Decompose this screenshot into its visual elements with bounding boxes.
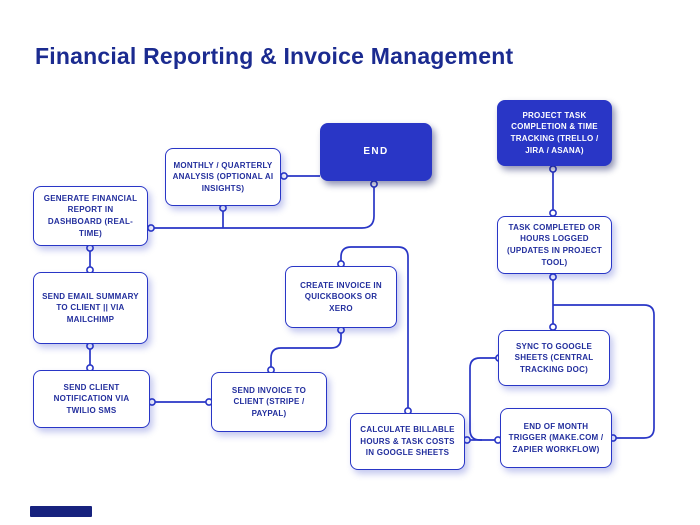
node-label: SEND EMAIL SUMMARY TO CLIENT || VIA MAIL… bbox=[42, 291, 139, 324]
node-label: SEND CLIENT NOTIFICATION VIA TWILIO SMS bbox=[53, 382, 130, 415]
node-email-summary: SEND EMAIL SUMMARY TO CLIENT || VIA MAIL… bbox=[33, 272, 148, 344]
node-send-invoice: SEND INVOICE TO CLIENT (STRIPE / PAYPAL) bbox=[211, 372, 327, 432]
connector-generate-to-end bbox=[150, 182, 375, 229]
node-sync-sheets: SYNC TO GOOGLE SHEETS (CENTRAL TRACKING … bbox=[498, 330, 610, 386]
connector-create-to-send-invoice bbox=[270, 328, 342, 372]
connector-task-branch-to-trigger bbox=[553, 304, 655, 439]
node-generate-report: GENERATE FINANCIAL REPORT IN DASHBOARD (… bbox=[33, 186, 148, 246]
node-create-invoice: CREATE INVOICE IN QUICKBOOKS OR XERO bbox=[285, 266, 397, 328]
node-end: END bbox=[320, 123, 432, 181]
connector-calc-to-create-invoice bbox=[340, 246, 409, 413]
node-end-of-month-trigger: END OF MONTH TRIGGER (MAKE.COM / ZAPIER … bbox=[500, 408, 612, 468]
node-label: CALCULATE BILLABLE HOURS & TASK COSTS IN… bbox=[360, 425, 455, 458]
node-label: END bbox=[363, 145, 389, 157]
node-label: GENERATE FINANCIAL REPORT IN DASHBOARD (… bbox=[43, 193, 138, 238]
node-calculate-billable: CALCULATE BILLABLE HOURS & TASK COSTS IN… bbox=[350, 413, 465, 470]
page-title: Financial Reporting & Invoice Management bbox=[35, 43, 514, 70]
node-label: CREATE INVOICE IN QUICKBOOKS OR XERO bbox=[300, 280, 382, 313]
node-task-completed: TASK COMPLETED OR HOURS LOGGED (UPDATES … bbox=[497, 216, 612, 274]
node-label: SEND INVOICE TO CLIENT (STRIPE / PAYPAL) bbox=[231, 385, 307, 418]
watermark-bar bbox=[30, 506, 92, 517]
node-label: SYNC TO GOOGLE SHEETS (CENTRAL TRACKING … bbox=[514, 341, 594, 374]
node-label: END OF MONTH TRIGGER (MAKE.COM / ZAPIER … bbox=[508, 421, 604, 454]
node-label: PROJECT TASK COMPLETION & TIME TRACKING … bbox=[510, 110, 599, 155]
node-label: TASK COMPLETED OR HOURS LOGGED (UPDATES … bbox=[506, 222, 603, 267]
node-project-task-tracking: PROJECT TASK COMPLETION & TIME TRACKING … bbox=[497, 100, 612, 166]
node-client-notification: SEND CLIENT NOTIFICATION VIA TWILIO SMS bbox=[33, 370, 150, 428]
node-label: MONTHLY / QUARTERLY ANALYSIS (OPTIONAL A… bbox=[172, 160, 274, 193]
node-monthly-analysis: MONTHLY / QUARTERLY ANALYSIS (OPTIONAL A… bbox=[165, 148, 281, 206]
